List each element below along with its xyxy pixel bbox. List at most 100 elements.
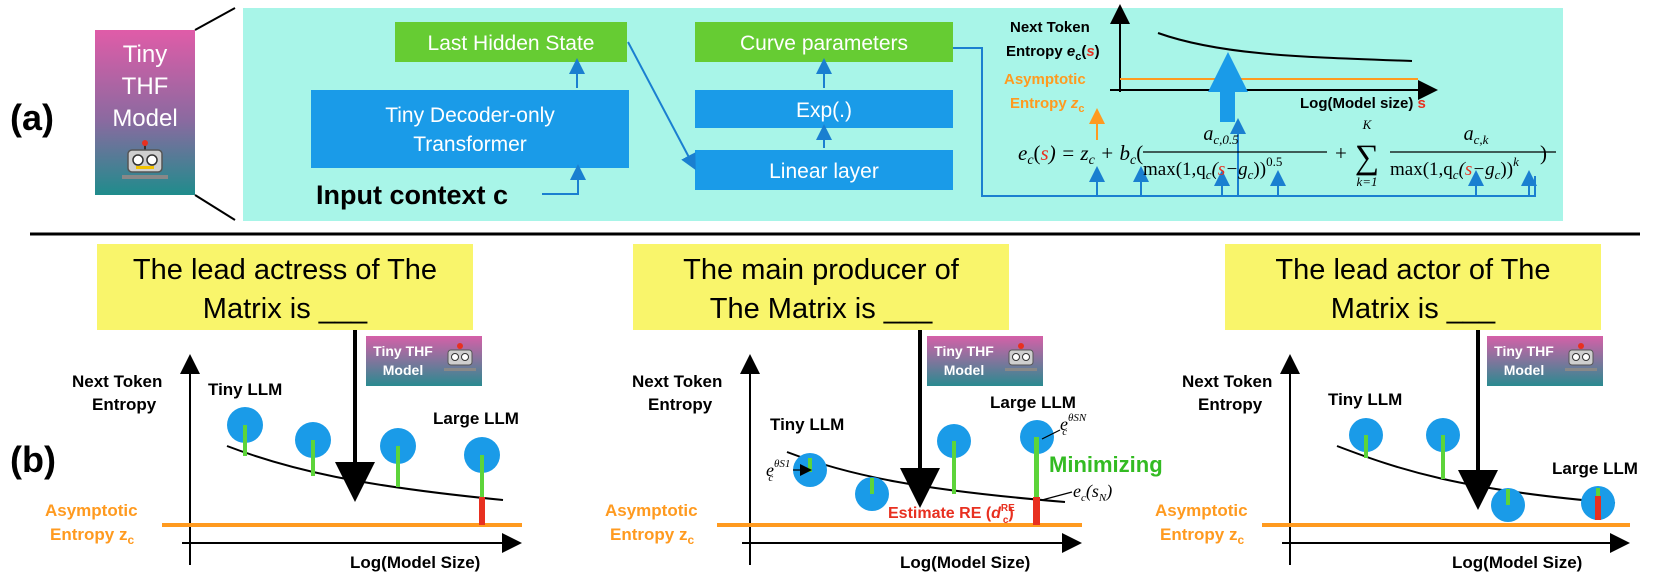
robot-icon: [1005, 343, 1037, 371]
mini-ylabel-line1: Next Token: [1010, 19, 1090, 36]
svg-text:Asymptotic: Asymptotic: [605, 501, 698, 520]
svg-text:Model: Model: [383, 362, 423, 378]
tiny-thf-badge: Tiny THF Model: [95, 30, 195, 195]
svg-text:Large LLM: Large LLM: [433, 409, 519, 428]
svg-text:Model: Model: [1504, 362, 1544, 378]
mini-entropy-curve: [1157, 32, 1413, 62]
last-hidden-state-box: [395, 22, 627, 62]
badge-line1: Tiny: [123, 41, 167, 68]
svg-text:Tiny THF: Tiny THF: [373, 343, 433, 359]
svg-text:Entropy: Entropy: [92, 395, 157, 414]
svg-text:Asymptotic: Asymptotic: [1155, 501, 1248, 520]
prompt-2-line1: The main producer of: [683, 254, 960, 286]
connector-bottom: [194, 194, 236, 221]
robot-icon: [122, 140, 168, 179]
svg-text:Tiny LLM: Tiny LLM: [770, 415, 844, 434]
badge-line2: THF: [122, 73, 169, 100]
fit-curve-1: [226, 445, 504, 501]
linear-layer-label: Linear layer: [769, 160, 879, 183]
badge-line3: Model: [112, 105, 177, 132]
last-hidden-state-label: Last Hidden State: [428, 32, 595, 55]
svg-text:Log(Model Size): Log(Model Size): [1452, 553, 1582, 572]
formula-den2: max(1,qc(s−gc))k: [1390, 154, 1519, 182]
formula-plus: +: [1335, 141, 1347, 165]
svg-text:Entropy zc: Entropy zc: [50, 525, 134, 547]
model-points-1: [227, 407, 500, 525]
svg-text:Large LLM: Large LLM: [1552, 459, 1638, 478]
curve-parameters-label: Curve parameters: [740, 32, 908, 55]
svg-text:Tiny THF: Tiny THF: [934, 343, 994, 359]
thf-badge-3: Tiny THF Model: [1487, 336, 1603, 386]
prompt-3-line1: The lead actor of The: [1275, 254, 1550, 286]
mini-big-arrow: [1208, 52, 1248, 122]
prompt-1-line1: The lead actress of The: [133, 254, 437, 286]
formula-den1: max(1,qc(s−gc))0.5: [1143, 154, 1282, 182]
panel-b-3: The lead actor of The Matrix is ___ Tiny…: [1155, 244, 1638, 572]
svg-text:Asymptotic: Asymptotic: [45, 501, 138, 520]
parameter-taps: [1089, 118, 1537, 196]
formula-sum-top: K: [1362, 117, 1373, 132]
parameter-routing-line: [953, 47, 1536, 197]
svg-text:Large LLM: Large LLM: [990, 393, 1076, 412]
entropy-formula: ec(s) = zc + bc( ac,0.5 max(1,qc(s−gc))0…: [1018, 117, 1556, 189]
svg-text:Tiny THF: Tiny THF: [1494, 343, 1554, 359]
svg-text:Log(Model Size): Log(Model Size): [350, 553, 480, 572]
thf-badge-1: Tiny THF Model: [366, 336, 482, 386]
mini-xlabel: Log(Model size) s: [1300, 95, 1426, 112]
mini-ylabel-line2: Entropy ec(s): [1006, 43, 1100, 63]
prompt-1-line2: Matrix is ___: [203, 293, 368, 325]
mini-asym-line1: Asymptotic: [1004, 71, 1086, 88]
svg-text:Next Token: Next Token: [72, 372, 162, 391]
tiny-transformer-line2: Transformer: [413, 133, 527, 156]
robot-icon: [1565, 343, 1597, 371]
svg-text:Next Token: Next Token: [632, 372, 722, 391]
sigma-icon: ∑: [1355, 139, 1379, 176]
exp-box: [695, 90, 953, 128]
panel-b-2: The main producer of The Matrix is ___ T…: [605, 244, 1163, 572]
exp-label: Exp(.): [796, 99, 852, 122]
formula-num1: ac,0.5: [1203, 123, 1239, 147]
panel-a-label: (a): [10, 97, 54, 138]
thf-badge-2: Tiny THF Model: [927, 336, 1043, 386]
svg-text:Tiny LLM: Tiny LLM: [1328, 390, 1402, 409]
formula-lhs: ec(s) = zc + bc(: [1018, 141, 1143, 168]
svg-text:Next Token: Next Token: [1182, 372, 1272, 391]
prompt-3-line2: Matrix is ___: [1331, 293, 1496, 325]
panel-b-label: (b): [10, 439, 56, 480]
formula-sum-bottom: k=1: [1356, 174, 1377, 189]
tiny-transformer-box: [311, 90, 629, 168]
panel-b-1: The lead actress of The Matrix is ___ Ti…: [45, 244, 522, 572]
hidden-to-linear-arrow: [627, 41, 696, 171]
connector-top: [194, 7, 236, 31]
tiny-transformer-line1: Tiny Decoder-only: [385, 104, 555, 127]
svg-text:Model: Model: [944, 362, 984, 378]
curve-parameters-box: [695, 22, 953, 62]
svg-text:Log(Model Size): Log(Model Size): [900, 553, 1030, 572]
robot-icon: [444, 343, 476, 371]
minimizing-label: Minimizing: [1049, 452, 1163, 477]
prompt-box-2: [633, 244, 1009, 330]
formula-num2: ac,k: [1464, 123, 1489, 147]
svg-text:Entropy zc: Entropy zc: [1160, 525, 1244, 547]
entropy-curve-mini-plot: Next Token Entropy ec(s) Asymptotic Entr…: [1004, 4, 1438, 140]
prompt-box-3: [1225, 244, 1601, 330]
svg-text:Entropy: Entropy: [1198, 395, 1263, 414]
input-context-label: Input context c: [316, 180, 508, 210]
prompt-box-1: [97, 244, 473, 330]
svg-text:ec(sN): ec(sN): [1073, 481, 1112, 504]
prompt-2-line2: The Matrix is ___: [710, 293, 933, 325]
svg-text:Tiny LLM: Tiny LLM: [208, 380, 282, 399]
svg-text:Entropy: Entropy: [648, 395, 713, 414]
model-points-3: [1349, 418, 1615, 522]
formula-close: ): [1540, 141, 1547, 165]
svg-text:Entropy zc: Entropy zc: [610, 525, 694, 547]
input-arrow: [542, 164, 586, 195]
linear-layer-box: [695, 150, 953, 190]
mini-asym-line2: Entropy zc: [1010, 95, 1084, 115]
fit-curve-2: [786, 451, 1066, 503]
